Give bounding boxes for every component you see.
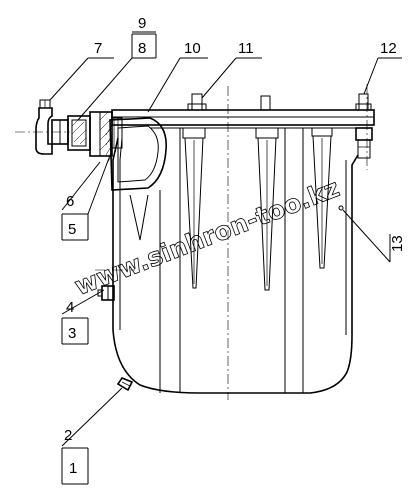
callout-7: 7 [49,40,114,101]
callout-4: 4 [61,289,105,316]
callout-1: 1 [61,447,89,485]
filter-element-2 [255,127,279,291]
callout-9: 9 [132,15,156,33]
callout-11: 11 [201,40,262,99]
callout-label-10: 10 [184,40,201,57]
filter-element-3 [311,127,333,269]
callout-3: 3 [61,317,89,345]
callout-10: 10 [147,40,208,113]
callout-6: 6 [61,161,101,211]
top-cover [111,93,375,159]
right-marker [338,205,344,211]
cover-stud-right [355,93,372,111]
callout-label-3: 3 [68,325,76,342]
side-plug [97,285,115,301]
callout-5: 5 [61,149,113,241]
tank-body [112,128,359,394]
callout-label-8: 8 [138,40,146,57]
callout-13: 13 [342,209,406,263]
inlet-fitting [35,99,123,157]
callout-label-5: 5 [68,221,76,238]
cover-stud-middle [260,95,271,111]
filter-elements [129,127,333,291]
cover-stud-left [187,93,207,111]
callout-label-9: 9 [138,15,146,32]
callout-label-7: 7 [94,40,102,57]
callout-label-2: 2 [64,427,72,444]
callout-label-13: 13 [389,235,406,252]
watermark-text: www.sinhron-too.kz [71,173,344,301]
callout-2: 2 [61,387,123,447]
callout-label-11: 11 [238,40,254,57]
callout-label-6: 6 [66,193,74,210]
callouts: 1 2 3 4 5 6 [49,15,406,485]
callout-label-4: 4 [66,299,74,316]
callout-12: 12 [363,40,402,95]
callout-8: 8 [77,33,157,121]
callout-label-1: 1 [69,460,77,477]
center-lines [15,84,368,400]
filter-element-1 [182,127,206,289]
callout-label-12: 12 [380,40,397,57]
